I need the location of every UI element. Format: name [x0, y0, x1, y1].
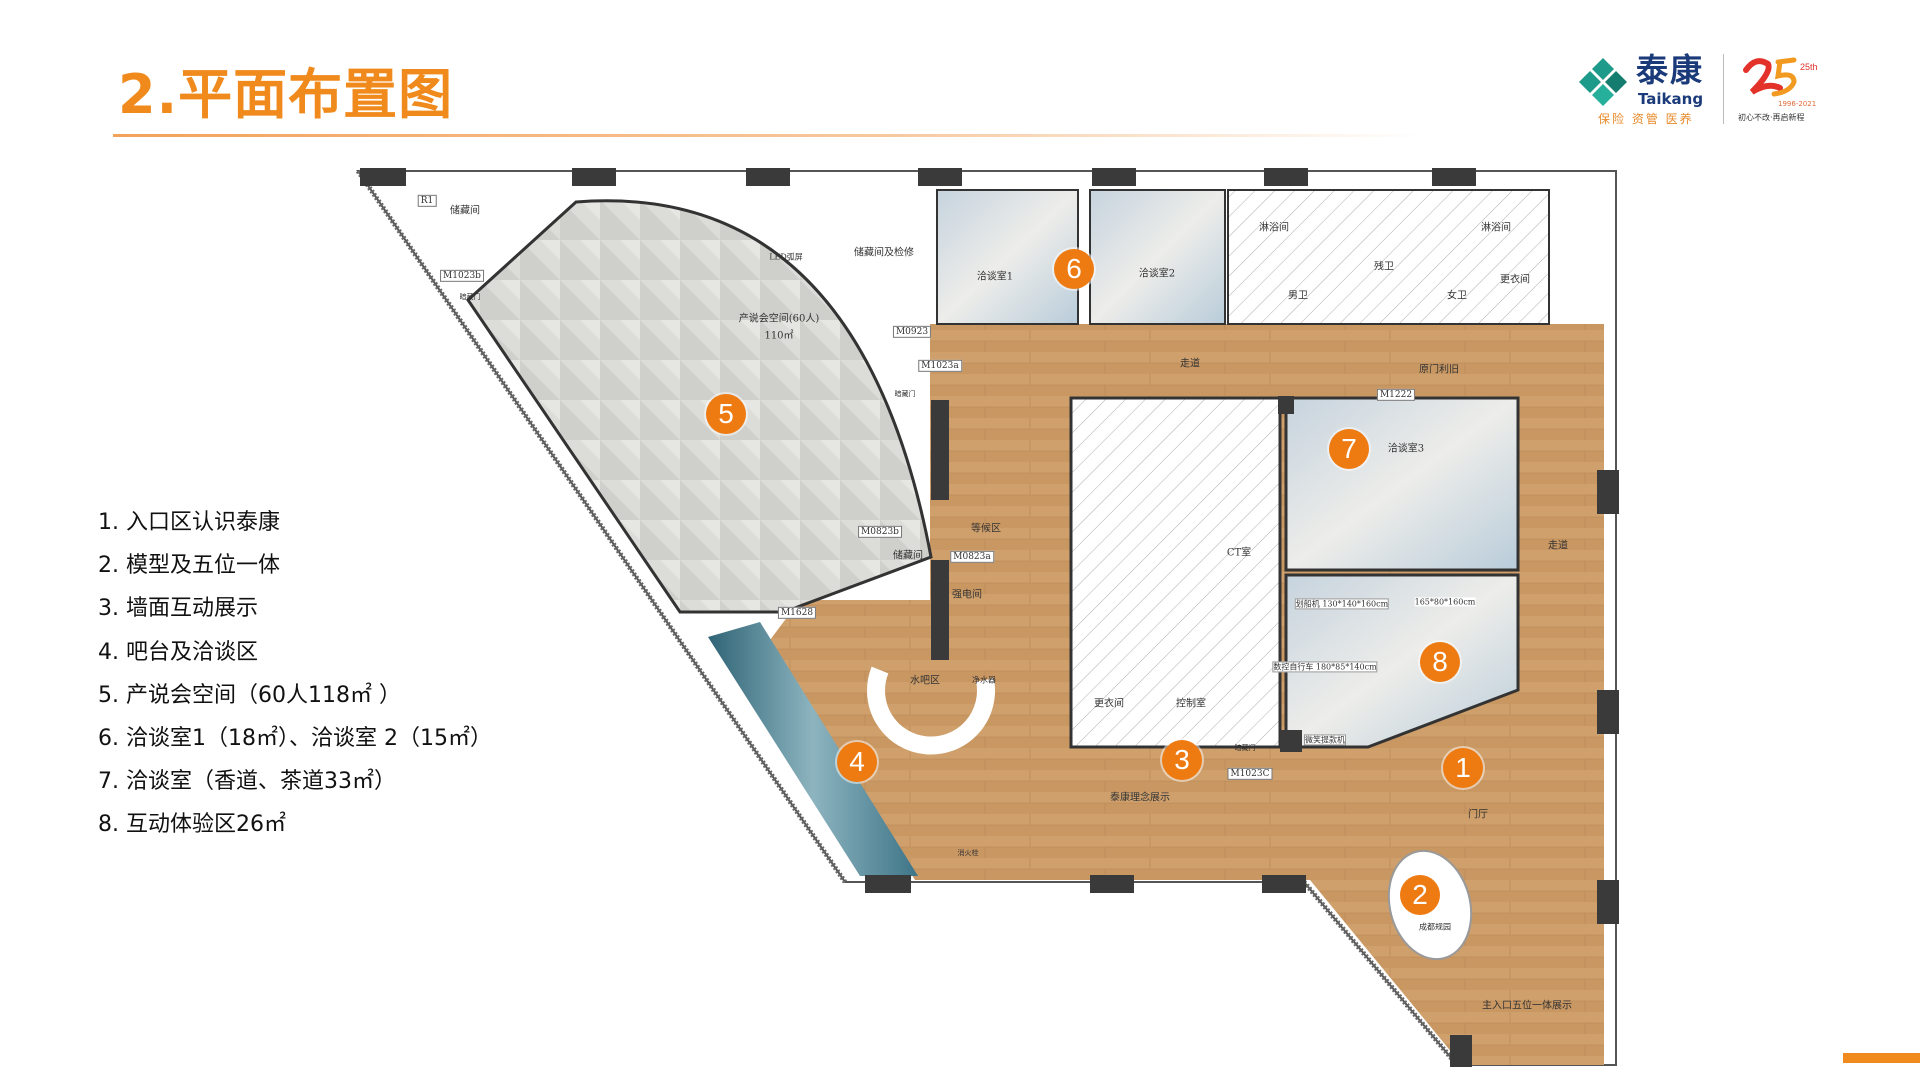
- logo-separator: [1723, 54, 1724, 124]
- zone-marker-1: 1: [1443, 748, 1483, 788]
- plan-label-meeting-room-1: 洽谈室1: [976, 271, 1014, 283]
- legend-item: 1. 入口区认识泰康: [98, 510, 280, 535]
- plan-label-electrical-room: 强电间: [952, 589, 982, 601]
- title-divider: [113, 134, 1423, 137]
- anniversary-label: 25th: [1800, 62, 1818, 72]
- plan-label-mens-restroom: 男卫: [1288, 290, 1308, 302]
- plan-label-meeting-room-3: 洽谈室3: [1387, 443, 1425, 455]
- legend-item: 6. 洽谈室1（18㎡）、洽谈室 2（15㎡）: [98, 725, 492, 751]
- plan-label-waiting-area: 等候区: [971, 523, 1001, 535]
- plan-label-model: 成都规园: [1419, 922, 1451, 932]
- plan-tag-door: M0823a: [950, 550, 994, 564]
- zone-marker-5: 5: [706, 394, 746, 434]
- plan-tag-door: M0923: [892, 325, 932, 339]
- legend-item: 4. 吧台及洽谈区: [98, 639, 258, 665]
- plan-label-fire-hydrant: 消火栓: [957, 848, 979, 857]
- plan-label-accessible-restroom: 残卫: [1374, 261, 1394, 273]
- plan-label-conference-hall: 产说会空间(60人): [738, 313, 820, 325]
- brand-name-cn: 泰康: [1636, 51, 1705, 89]
- plan-label-led-screen: LED弧屏: [769, 252, 803, 262]
- plan-tag-door: M1023a: [918, 359, 962, 373]
- plan-label-storage: 储藏间: [450, 205, 480, 217]
- plan-tag-door: M1222: [1376, 388, 1416, 402]
- legend-item: 2. 模型及五位一体: [98, 553, 280, 579]
- taikang-diamond-icon: [1579, 58, 1627, 106]
- legend-list: 1. 入口区认识泰康 2. 模型及五位一体 3. 墙面互动展示 4. 吧台及洽谈…: [98, 508, 492, 854]
- legend-item: 7. 洽谈室（香道、茶道33㎡）: [98, 769, 396, 795]
- legend-item: 5. 产说会空间（60人118㎡ ）: [98, 682, 401, 708]
- meeting-room-3: [1284, 396, 1520, 572]
- corner-accent-bar: [1843, 1053, 1920, 1063]
- structural-columns: [360, 168, 1619, 1067]
- plan-label-lobby: 门厅: [1468, 809, 1488, 821]
- plan-label-atm: 微笑提款机: [1304, 734, 1346, 746]
- plan-label-storage: 储藏间: [893, 550, 923, 562]
- building-outline: [355, 169, 1617, 1067]
- plan-label-water-purifier: 净水器: [972, 675, 996, 685]
- plan-label-womens-restroom: 女卫: [1447, 290, 1467, 302]
- zone-marker-8: 8: [1420, 642, 1460, 682]
- plan-tag-door: M1023C: [1227, 767, 1273, 781]
- anniversary-25-emblem: 25th: [1743, 57, 1818, 97]
- restrooms: [1227, 189, 1550, 325]
- brand-tagline: 保险 资管 医养: [1598, 112, 1694, 126]
- plan-label-main-entrance: 主入口五位一体展示: [1482, 1000, 1572, 1012]
- anniversary-slogan: 初心不改·再启新程: [1738, 113, 1805, 122]
- plan-tag-door: M0823b: [858, 525, 902, 539]
- bar-seating-strip: [708, 622, 918, 876]
- plan-tag-door: M1023b: [440, 269, 484, 283]
- plan-label-changing-room: 更衣间: [1094, 698, 1124, 710]
- taikang-logo: 泰康 Taikang 保险 资管 医养 25th 1996-2021 初心不改·…: [1578, 52, 1823, 127]
- ct-room: [1069, 396, 1282, 749]
- plan-label-corridor: 走道: [1548, 540, 1568, 552]
- plan-label-equipment-size: 165*80*160cm: [1414, 597, 1476, 607]
- plan-label-corridor: 走道: [1180, 358, 1200, 370]
- anniversary-years: 1996-2021: [1778, 100, 1817, 108]
- zone-marker-2: 2: [1400, 875, 1440, 915]
- conference-hall-floor: [466, 199, 933, 614]
- plan-label-shower: 淋浴间: [1481, 222, 1511, 234]
- plan-label-shower: 淋浴间: [1259, 222, 1289, 234]
- plan-label-hidden-door: 暗藏门: [894, 389, 916, 398]
- zone-marker-7: 7: [1329, 429, 1369, 469]
- plan-label-exercise-bike: 数控自行车 180*85*140cm: [1272, 661, 1378, 673]
- plan-tag-door: M1628: [777, 606, 817, 620]
- zone-marker-3: 3: [1162, 740, 1202, 780]
- plan-label-changing-room: 更衣间: [1500, 274, 1530, 286]
- plan-label-hidden-door: 暗藏门: [459, 292, 481, 301]
- interactive-zone: [1284, 573, 1520, 749]
- meeting-room-2: [1089, 189, 1226, 325]
- zone-marker-6: 6: [1054, 249, 1094, 289]
- plan-label-reuse-door: 原门利旧: [1419, 364, 1459, 376]
- plan-label-control-room: 控制室: [1176, 698, 1206, 710]
- meeting-room-1: [936, 189, 1079, 325]
- legend-item: 3. 墙面互动展示: [98, 596, 258, 622]
- plan-label-hidden-door: 暗藏门: [1234, 743, 1256, 752]
- plan-label-rowing-machine: 划船机 130*140*160cm: [1294, 598, 1390, 610]
- plan-label-ct-room: CT室: [1226, 547, 1252, 559]
- brand-name-en: Taikang: [1638, 90, 1704, 108]
- plan-tag-r1: R1: [417, 194, 437, 208]
- water-bar-counter: [867, 666, 995, 755]
- legend-item: 8. 互动体验区26㎡: [98, 812, 286, 838]
- zone-marker-4: 4: [837, 742, 877, 782]
- plan-label-meeting-room-2: 洽谈室2: [1138, 268, 1176, 280]
- plan-label-storage-maintenance: 储藏间及检修: [854, 247, 914, 259]
- plan-label-water-bar: 水吧区: [910, 675, 940, 687]
- page-title: 2.平面布置图: [118, 63, 454, 126]
- plan-label-conference-area: 110㎡: [764, 330, 794, 342]
- plan-label-brand-display: 泰康理念展示: [1110, 792, 1170, 804]
